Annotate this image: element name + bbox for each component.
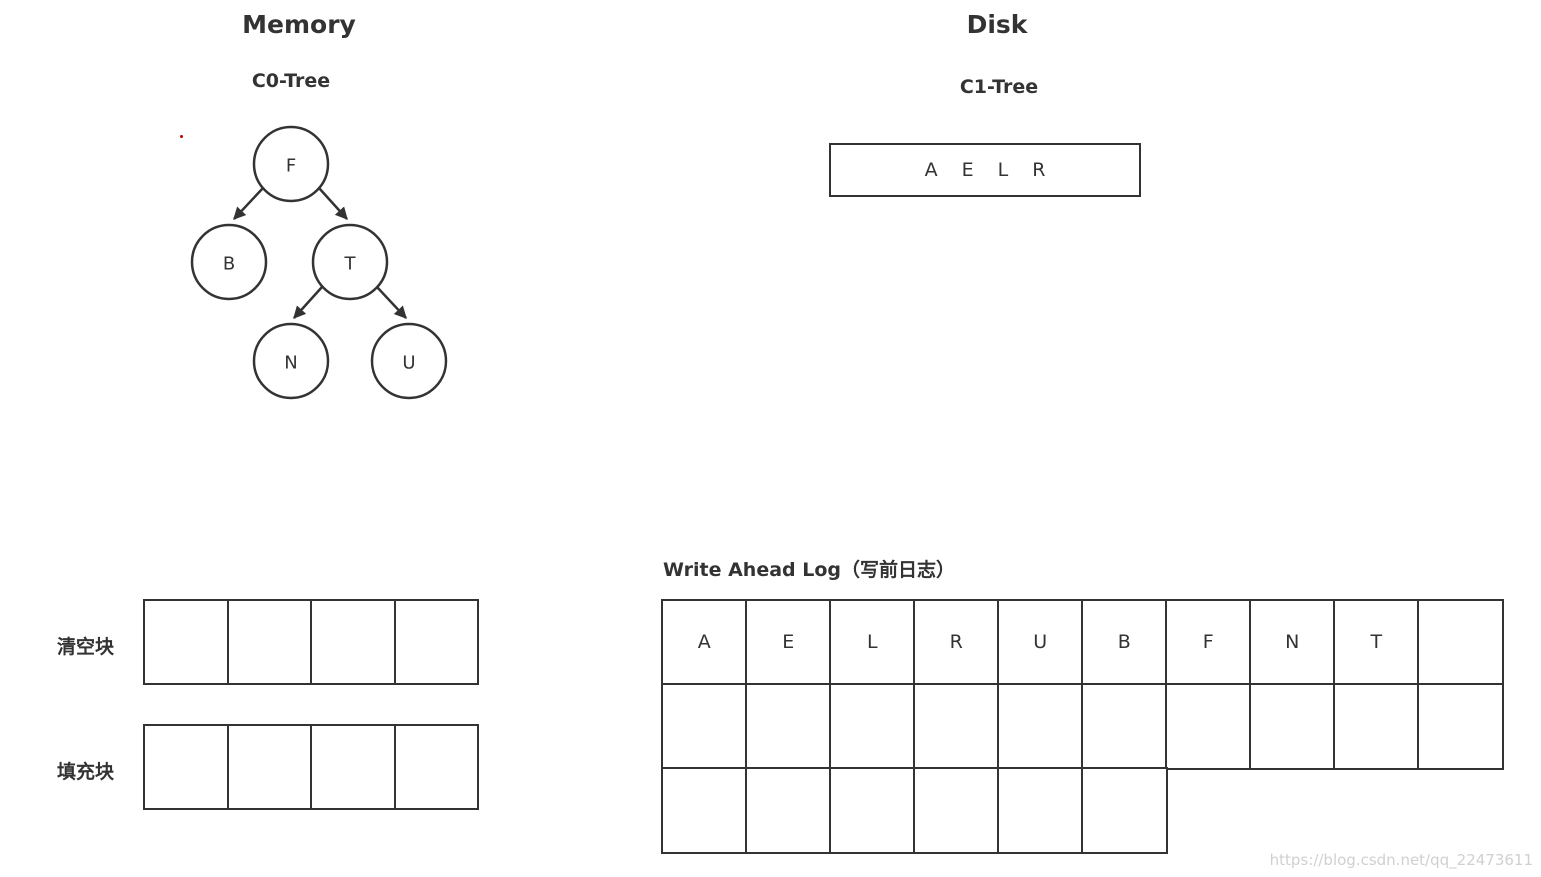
- wal-cell: [661, 683, 748, 770]
- tree-node-right: T: [311, 223, 389, 301]
- wal-cell: [1417, 599, 1504, 686]
- wal-empty-slot: [1165, 767, 1249, 851]
- wal-cell: [1249, 683, 1336, 770]
- wal-cell: [1081, 767, 1168, 854]
- wal-cell: L: [829, 599, 916, 686]
- clear-block-cell: [145, 601, 229, 685]
- wal-cell: [913, 767, 1000, 854]
- c1-key: R: [1032, 159, 1046, 181]
- c1-tree-title: C1-Tree: [959, 76, 1039, 98]
- wal-cell: [829, 683, 916, 770]
- watermark: https://blog.csdn.net/qq_22473611: [1269, 851, 1533, 869]
- edge-t-n: [293, 286, 323, 319]
- clear-block: [143, 599, 479, 685]
- wal-cell: [997, 767, 1084, 854]
- wal-cell: [1081, 683, 1168, 770]
- fill-block: [143, 724, 479, 810]
- fill-block-cell: [145, 726, 229, 810]
- tree-node-right-right: U: [370, 322, 448, 400]
- clear-block-label: 清空块: [57, 636, 115, 658]
- c1-key: E: [961, 159, 974, 181]
- tree-node-root-label: F: [286, 156, 296, 177]
- wal-cell: A: [661, 599, 748, 686]
- edge-t-u: [376, 286, 407, 319]
- wal-cell: E: [745, 599, 832, 686]
- wal-cell: F: [1165, 599, 1252, 686]
- wal-empty-slot: [1417, 767, 1501, 851]
- wal-cell: N: [1249, 599, 1336, 686]
- tree-node-right-right-label: U: [402, 353, 415, 374]
- wal-cell: [745, 767, 832, 854]
- wal-cell: R: [913, 599, 1000, 686]
- wal-cell: [1333, 683, 1420, 770]
- tree-node-left-label: B: [223, 254, 235, 275]
- c0-tree-title: C0-Tree: [251, 70, 331, 92]
- wal-cell: [997, 683, 1084, 770]
- tree-node-right-left-label: N: [284, 353, 297, 374]
- wal-cell: [1417, 683, 1504, 770]
- wal-cell: [1165, 683, 1252, 770]
- clear-block-cell: [395, 601, 479, 685]
- clear-block-cell: [228, 601, 312, 685]
- edge-f-b: [233, 187, 264, 220]
- wal-empty-slot: [1333, 767, 1417, 851]
- wal-cell: [661, 767, 748, 854]
- fill-block-cell: [312, 726, 396, 810]
- fill-block-cell: [228, 726, 312, 810]
- c1-tree-block: A E L R: [829, 143, 1141, 197]
- memory-title: Memory: [242, 10, 356, 39]
- tree-node-left: B: [190, 223, 268, 301]
- wal-cell: [913, 683, 1000, 770]
- wal-cell: U: [997, 599, 1084, 686]
- c1-key: A: [924, 159, 938, 181]
- wal-title: Write Ahead Log（写前日志）: [663, 559, 956, 581]
- disk-title: Disk: [966, 10, 1028, 39]
- fill-block-cell: [395, 726, 479, 810]
- tree-node-root: F: [252, 125, 330, 203]
- wal-empty-slot: [1249, 767, 1333, 851]
- c1-key: L: [997, 159, 1009, 181]
- wal-cell: T: [1333, 599, 1420, 686]
- edge-f-t: [318, 187, 348, 220]
- wal-cell: B: [1081, 599, 1168, 686]
- tree-node-right-label: T: [344, 254, 357, 275]
- c0-tree-diagram: F B T N U: [190, 125, 448, 400]
- fill-block-label: 填充块: [57, 761, 115, 783]
- wal-cell: [829, 767, 916, 854]
- clear-block-cell: [312, 601, 396, 685]
- wal-cell: [745, 683, 832, 770]
- stray-dot: [180, 135, 183, 138]
- tree-node-right-left: N: [252, 322, 330, 400]
